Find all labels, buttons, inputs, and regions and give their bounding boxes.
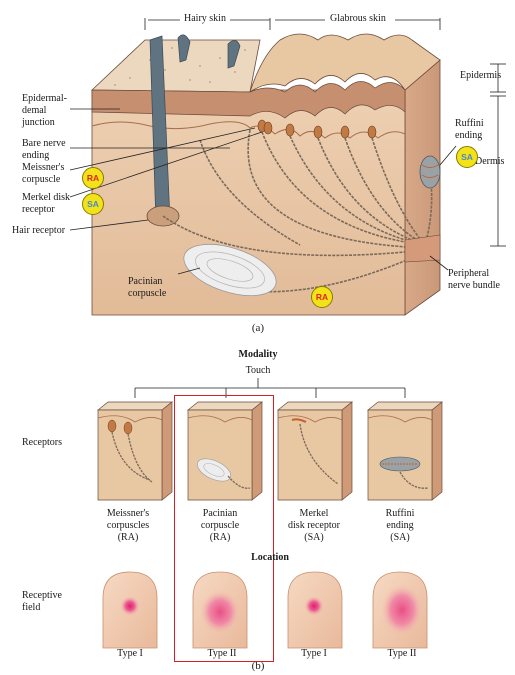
- caption-a: (a): [252, 322, 264, 334]
- peripheral-nerve-bundle: [405, 235, 440, 262]
- col3-name-line3: (SA): [304, 532, 323, 544]
- receptors-label: Receptors: [22, 437, 62, 449]
- col1-name-line1: Meissner's: [107, 508, 149, 520]
- fingertip-4: [373, 572, 427, 648]
- pacinian-label-line1: Pacinian: [128, 276, 162, 288]
- sa-badge-merkel: SA: [82, 193, 104, 215]
- touch-label: Touch: [246, 365, 271, 377]
- merkel-label-line1: Merkel disk: [22, 192, 70, 204]
- col1-type: Type I: [117, 648, 143, 660]
- epidermal-junction-line3: junction: [22, 117, 55, 129]
- ra-badge-meissner: RA: [82, 167, 104, 189]
- receptor-block-1: [98, 402, 172, 500]
- col4-name-line3: (SA): [390, 532, 409, 544]
- col3-name-line2: disk receptor: [288, 520, 340, 532]
- ra-badge-pacinian: RA: [311, 286, 333, 308]
- peripheral-label-line2: nerve bundle: [448, 280, 500, 292]
- peripheral-label-line1: Peripheral: [448, 268, 489, 280]
- receptor-block-4: [368, 402, 442, 500]
- col4-name-line1: Ruffini: [386, 508, 415, 520]
- epidermal-junction-line2: demal: [22, 105, 46, 117]
- epidermis-label: Epidermis: [460, 70, 501, 82]
- hair-receptor-label: Hair receptor: [12, 225, 65, 237]
- col2-name-line3: (RA): [210, 532, 231, 544]
- col2-name-line1: Pacinian: [203, 508, 237, 520]
- col3-type: Type I: [301, 648, 327, 660]
- caption-b: (b): [252, 660, 265, 672]
- col2-type: Type II: [207, 648, 236, 660]
- col4-name-line2: ending: [386, 520, 413, 532]
- col2-name-line2: corpuscle: [201, 520, 239, 532]
- receptive-field-line1: Receptive: [22, 590, 62, 602]
- glabrous-skin-label: Glabrous skin: [330, 13, 386, 25]
- col4-type: Type II: [387, 648, 416, 660]
- bare-nerve-line1: Bare nerve: [22, 138, 66, 150]
- pacinian-label-line2: corpuscle: [128, 288, 166, 300]
- sa-badge-ruffini: SA: [456, 146, 478, 168]
- location-title: Location: [251, 552, 289, 564]
- ruffini-label-line1: Ruffini: [455, 118, 484, 130]
- fingertip-3: [288, 572, 342, 648]
- dermis-label: Dermis: [475, 156, 504, 168]
- receptive-field-line2: field: [22, 602, 40, 614]
- hairy-skin-label: Hairy skin: [184, 13, 226, 25]
- col3-name-line1: Merkel: [300, 508, 329, 520]
- fingertip-1: [103, 572, 157, 648]
- ruffini-ending: [420, 156, 440, 188]
- epidermal-junction-line1: Epidermal-: [22, 93, 67, 105]
- col1-name-line3: (RA): [118, 532, 139, 544]
- ruffini-label-line2: ending: [455, 130, 482, 142]
- modality-title: Modality: [239, 349, 278, 361]
- meissner-label-line1: Meissner's: [22, 162, 64, 174]
- receptor-block-3: [278, 402, 352, 500]
- bare-nerve-line2: ending: [22, 150, 49, 162]
- col1-name-line2: corpuscles: [107, 520, 149, 532]
- meissner-label-line2: corpuscle: [22, 174, 60, 186]
- merkel-label-line2: receptor: [22, 204, 55, 216]
